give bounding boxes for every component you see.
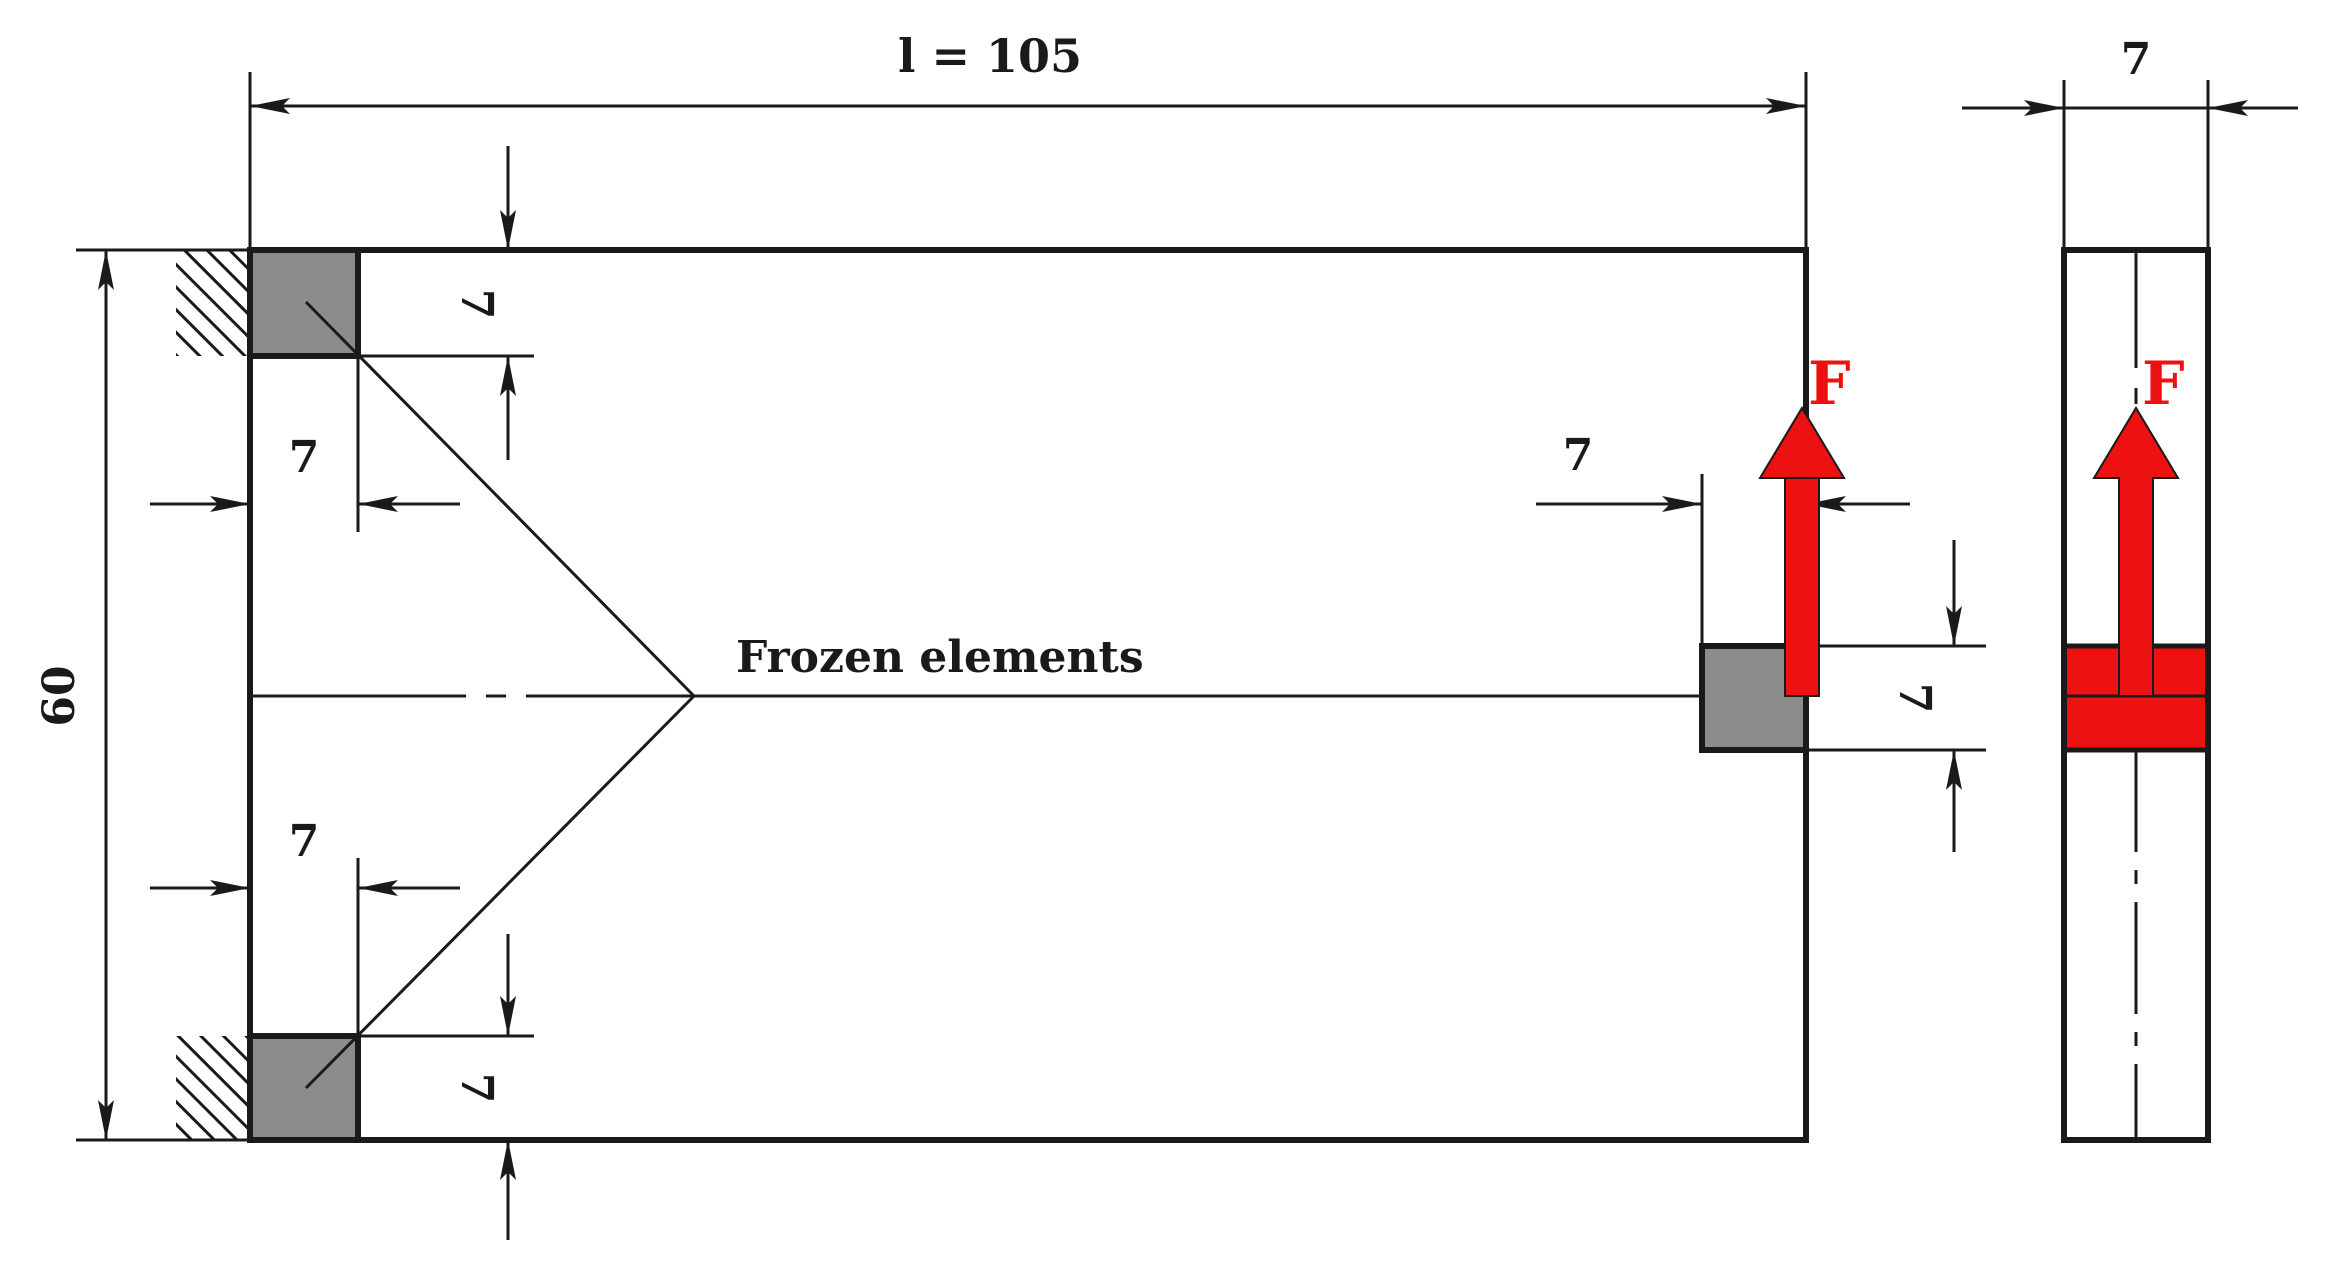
- support-hatch-top: [176, 250, 248, 356]
- length-label: l = 105: [898, 29, 1082, 83]
- thickness-label: 7: [2121, 34, 2152, 85]
- thickness-dimension: [1962, 80, 2298, 250]
- force-label-front: F: [1808, 349, 1851, 419]
- dim-right-horizontal: [1536, 474, 1910, 646]
- front-view: Frozen elements l = 105 60 7 7: [34, 29, 1986, 1240]
- dim-right-vertical-label: 7: [1889, 683, 1940, 714]
- height-dimension: [76, 248, 250, 1142]
- dim-top-left-horizontal: [150, 356, 460, 532]
- support-hatch-bottom: [176, 1036, 248, 1140]
- force-arrow-side: [2092, 406, 2180, 697]
- dim-right-horizontal-label: 7: [1563, 430, 1594, 481]
- force-arrow-front-shape: [1758, 406, 1846, 697]
- dim-bottom-left-horizontal-label: 7: [289, 816, 320, 867]
- dim-top-left-horizontal-label: 7: [289, 432, 320, 483]
- height-label: 60: [34, 665, 85, 726]
- dim-top-left-vertical: [358, 146, 534, 460]
- dim-bottom-left-vertical: [358, 934, 534, 1240]
- force-label-side: F: [2142, 349, 2185, 419]
- frozen-elements-label: Frozen elements: [736, 632, 1144, 683]
- dim-bottom-left-horizontal: [150, 858, 460, 1036]
- length-dimension: [248, 72, 1808, 250]
- side-view: 7 F: [1962, 34, 2298, 1143]
- dim-top-left-vertical-label: 7: [451, 289, 502, 320]
- dim-right-vertical: [1806, 540, 1986, 852]
- dim-bottom-left-vertical-label: 7: [451, 1073, 502, 1104]
- frozen-leader-lines: [304, 300, 696, 1090]
